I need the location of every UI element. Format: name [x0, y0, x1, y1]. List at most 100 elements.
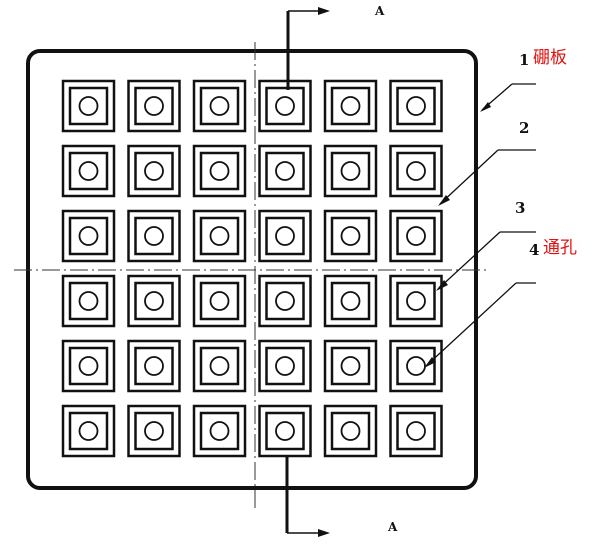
cell-inner-5-3: [199, 346, 240, 386]
through-hole-6-6: [406, 421, 426, 441]
cell-4-5: [323, 274, 378, 328]
cell-inner-3-4: [265, 216, 305, 256]
through-hole-6-3: [209, 421, 230, 441]
leader-line-1: [480, 83, 536, 112]
cell-1-2: [127, 79, 181, 133]
cell-grid: [61, 79, 443, 458]
cell-6-6: [389, 404, 443, 458]
cell-4-1: [61, 274, 116, 328]
callout-3-number: 3: [515, 199, 526, 217]
cell-4-6: [389, 274, 443, 328]
through-hole-5-1: [78, 356, 99, 376]
through-hole-1-3: [209, 96, 230, 116]
cell-2-5: [323, 144, 378, 198]
callout-1-annotation: 硼板: [533, 48, 567, 68]
cell-inner-3-6: [396, 216, 436, 256]
cell-2-3: [192, 144, 247, 198]
cell-6-1: [61, 404, 116, 458]
through-hole-5-2: [144, 356, 164, 376]
cell-inner-1-4: [265, 86, 305, 126]
cell-inner-6-2: [134, 411, 174, 451]
cell-5-3: [192, 339, 247, 393]
cell-inner-4-3: [199, 281, 240, 321]
cell-inner-5-2: [134, 346, 174, 386]
through-hole-4-4: [275, 291, 295, 311]
cell-4-3: [192, 274, 247, 328]
cell-inner-4-1: [68, 281, 109, 321]
cell-3-2: [127, 209, 181, 263]
through-hole-5-4: [275, 356, 295, 376]
through-hole-2-2: [144, 161, 164, 181]
cell-inner-1-2: [134, 86, 174, 126]
cell-5-2: [127, 339, 181, 393]
cell-3-4: [258, 209, 312, 263]
section-arrow-bottom: [285, 455, 330, 537]
through-hole-5-6: [406, 356, 426, 376]
through-hole-3-3: [209, 226, 230, 246]
cell-inner-6-6: [396, 411, 436, 451]
through-hole-6-2: [144, 421, 164, 441]
through-hole-2-3: [209, 161, 230, 181]
cell-inner-3-5: [330, 216, 371, 256]
cell-inner-6-5: [330, 411, 371, 451]
cell-inner-4-5: [330, 281, 371, 321]
through-hole-4-2: [144, 291, 164, 311]
cell-inner-2-4: [265, 151, 305, 191]
cell-5-4: [258, 339, 312, 393]
cell-6-5: [323, 404, 378, 458]
leader-line-2: [438, 149, 536, 206]
cell-1-4: [258, 79, 312, 133]
cell-inner-2-6: [396, 151, 436, 191]
through-hole-2-5: [340, 161, 361, 181]
through-hole-2-6: [406, 161, 426, 181]
cell-3-1: [61, 209, 116, 263]
through-hole-3-6: [406, 226, 426, 246]
cell-3-6: [389, 209, 443, 263]
through-hole-2-1: [78, 161, 99, 181]
through-hole-6-1: [78, 421, 99, 441]
through-hole-4-5: [340, 291, 361, 311]
through-hole-3-5: [340, 226, 361, 246]
through-hole-1-2: [144, 96, 164, 116]
cell-inner-3-3: [199, 216, 240, 256]
through-hole-4-3: [209, 291, 230, 311]
cell-2-1: [61, 144, 116, 198]
cell-inner-2-2: [134, 151, 174, 191]
through-hole-5-5: [340, 356, 361, 376]
section-label-top: A: [375, 4, 385, 18]
cell-2-2: [127, 144, 181, 198]
cell-inner-5-1: [68, 346, 109, 386]
cell-5-6: [389, 339, 443, 393]
callout-1-number: 1: [519, 51, 530, 69]
cell-3-5: [323, 209, 378, 263]
through-hole-1-5: [340, 96, 361, 116]
cell-inner-2-5: [330, 151, 371, 191]
cell-6-2: [127, 404, 181, 458]
through-hole-3-4: [275, 226, 295, 246]
cell-inner-4-2: [134, 281, 174, 321]
cell-inner-6-3: [199, 411, 240, 451]
cell-inner-2-1: [68, 151, 109, 191]
through-hole-6-4: [275, 421, 295, 441]
cell-inner-1-5: [330, 86, 371, 126]
cell-inner-3-1: [68, 216, 109, 256]
through-hole-1-4: [275, 96, 295, 116]
cell-3-3: [192, 209, 247, 263]
through-hole-3-2: [144, 226, 164, 246]
cell-1-3: [192, 79, 247, 133]
cell-inner-5-4: [265, 346, 305, 386]
leader-line-3: [436, 231, 536, 291]
cell-5-1: [61, 339, 116, 393]
through-hole-3-1: [78, 226, 99, 246]
cell-inner-6-4: [265, 411, 305, 451]
through-hole-2-4: [275, 161, 295, 181]
leader-line-4: [424, 282, 536, 368]
cell-inner-4-4: [265, 281, 305, 321]
through-hole-1-6: [406, 96, 426, 116]
cell-inner-3-2: [134, 216, 174, 256]
cell-inner-6-1: [68, 411, 109, 451]
callout-2-number: 2: [519, 119, 530, 137]
cell-1-5: [323, 79, 378, 133]
cell-4-2: [127, 274, 181, 328]
